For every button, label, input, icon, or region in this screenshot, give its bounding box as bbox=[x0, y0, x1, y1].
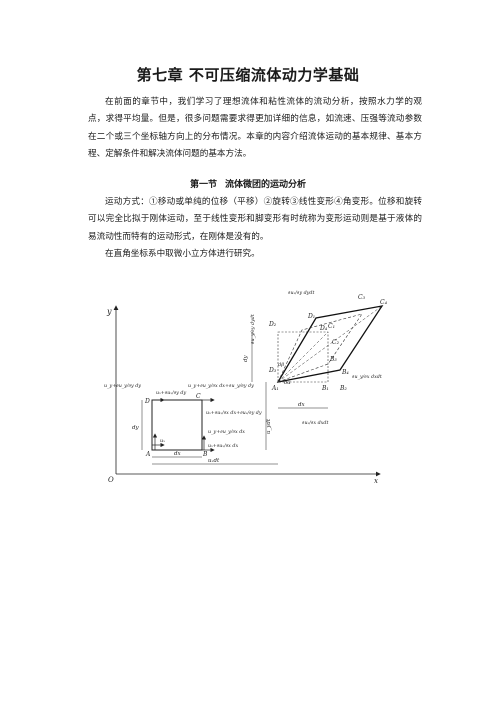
point-c1: C₁ bbox=[328, 323, 335, 330]
diagonal-a1c4 bbox=[277, 305, 383, 383]
point-b3: B₃ bbox=[329, 356, 337, 363]
point-b4: B₄ bbox=[341, 369, 349, 376]
x-axis-label: x bbox=[374, 477, 378, 484]
label-c-upper: u_y+∂u_y/∂x dx+∂u_y/∂y dy bbox=[188, 383, 254, 389]
label-right-dxdt: ∂u_y/∂x dxdt bbox=[352, 374, 382, 380]
intro-paragraph: 在前面的章节中，我们学习了理想流体和粘性流体的流动分析，按照水力学的观点，求得平… bbox=[88, 97, 422, 160]
section-number: 第一节 bbox=[189, 180, 217, 190]
element-abcd bbox=[151, 399, 203, 451]
point-c4: C₄ bbox=[380, 299, 388, 306]
diagonal-a1c1 bbox=[277, 331, 329, 383]
label-bottom-dxdt: ∂uₓ/∂x dxdt bbox=[302, 420, 328, 426]
point-b1: B₁ bbox=[321, 385, 329, 392]
section-heading: 流体微团的运动分析 bbox=[225, 180, 307, 190]
label-d-left: u_y+∂u_y/∂y dy bbox=[104, 383, 141, 389]
chapter-title: 第七章 不可压缩流体动力学基础 bbox=[136, 66, 360, 84]
point-d2: D₂ bbox=[268, 321, 277, 328]
label-b-lower: uₓ+∂uₓ/∂x dx bbox=[208, 443, 238, 449]
label-uydt: u_ydt bbox=[266, 418, 272, 434]
label-left-dydt: ∂u_y/∂y dydt bbox=[250, 314, 256, 344]
label-b-upper: u_y+∂u_y/∂x dx bbox=[208, 429, 245, 435]
figure-intro: 在直角坐标系中取微小立方体进行研究。 bbox=[105, 249, 260, 259]
origin-label: O bbox=[108, 476, 114, 484]
motion-paragraph: 运动方式：①移动或单纯的位移（平移）②旋转③线性变形④角变形。位移和旋转可以完全… bbox=[88, 197, 422, 242]
element-a1b3c3d3 bbox=[277, 313, 363, 383]
label-dy-left: dy bbox=[132, 425, 140, 431]
label-d-beta: dβ bbox=[278, 362, 284, 368]
point-c: C bbox=[196, 393, 201, 400]
element-a1b4c4d4 bbox=[276, 305, 384, 383]
label-d-top: uₓ+∂uₓ/∂y dy bbox=[156, 390, 186, 396]
label-top-dydt: ∂uₓ/∂y dydt bbox=[288, 290, 314, 296]
label-d-alpha: dα bbox=[284, 380, 291, 386]
point-d4: D₄ bbox=[319, 325, 328, 332]
point-c2: C₂ bbox=[332, 339, 340, 346]
label-dx-right: dx bbox=[298, 402, 306, 408]
point-c3: C₃ bbox=[358, 294, 366, 301]
point-d: D bbox=[144, 398, 150, 405]
y-axis-label: y bbox=[106, 307, 112, 316]
point-a: A bbox=[145, 451, 151, 458]
label-ux-a: uₓ bbox=[160, 438, 165, 444]
label-c-right: uₓ+∂uₓ/∂x dx+∂uₓ/∂y dy bbox=[206, 410, 262, 416]
point-b: B bbox=[202, 451, 208, 458]
section-title: 第一节流体微团的运动分析 bbox=[0, 177, 496, 190]
point-d1: D₁ bbox=[307, 313, 315, 320]
point-a1: A₁ bbox=[271, 385, 279, 392]
point-b2: B₂ bbox=[339, 385, 347, 392]
fluid-element-figure: y x O A B C D uₓ u_y+∂u_y/∂y dy uₓ+∂uₓ/∂… bbox=[104, 290, 388, 484]
point-d3: D₃ bbox=[268, 367, 277, 374]
label-dx-bottom: dx bbox=[174, 451, 182, 457]
element-a1b1c1d1 bbox=[277, 331, 329, 383]
label-dy-right: dy bbox=[243, 354, 249, 362]
label-uxdt: uₓdt bbox=[208, 458, 220, 464]
